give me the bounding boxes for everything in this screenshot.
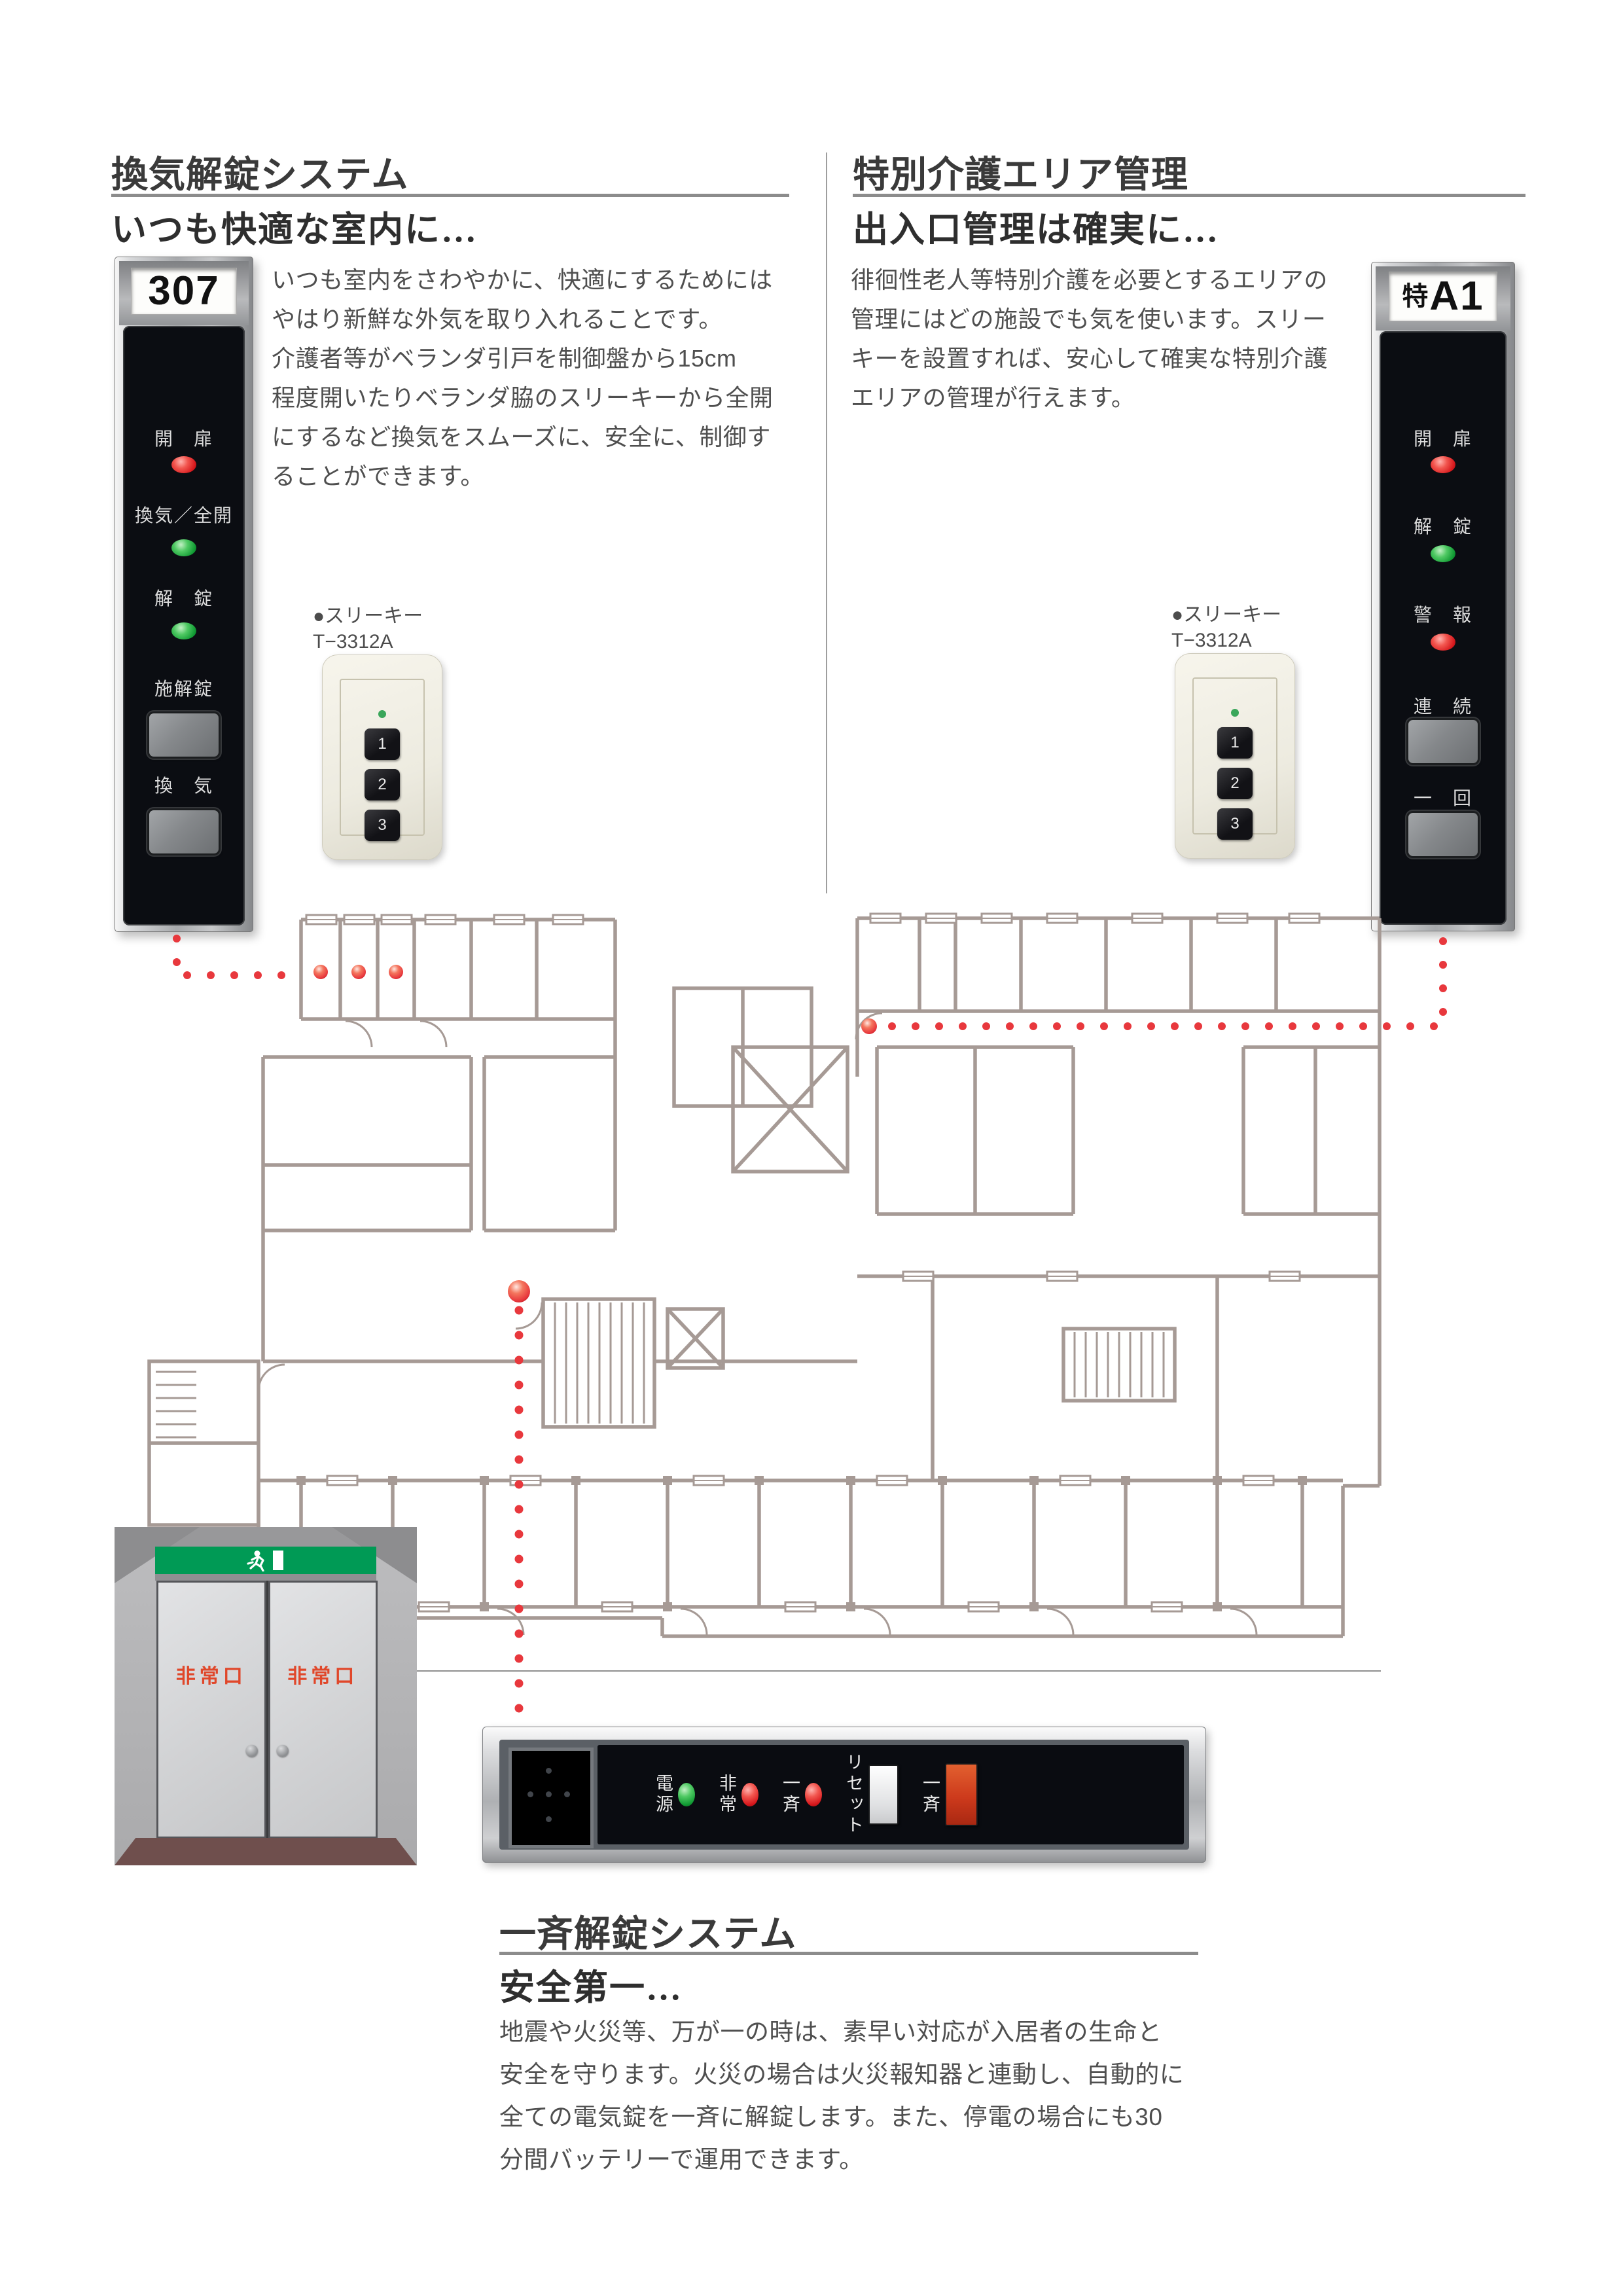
exit-floor-carpet <box>115 1838 417 1865</box>
emergency-led <box>741 1783 758 1806</box>
simultaneous-title-rule <box>499 1952 1198 1955</box>
floor-plan-pillars <box>296 1476 1307 1611</box>
simultaneous-led <box>805 1783 822 1806</box>
master-panel-faceplate: 電源 非常 一斉 リセット 一斉 <box>597 1745 1184 1844</box>
panel-307-vent-fullopen-led <box>171 539 196 556</box>
door-handle <box>276 1745 289 1757</box>
column-divider <box>826 152 827 893</box>
emergency-label: 非常 <box>717 1774 736 1816</box>
power-label: 電源 <box>653 1774 673 1816</box>
panel-a1-room-number-plate: 特 A1 <box>1389 272 1497 321</box>
door-handle <box>245 1745 258 1757</box>
lock-point-markers <box>313 965 877 1302</box>
panel-a1-unlock-led <box>1431 545 1455 562</box>
floor-plan-walls <box>147 916 1382 1638</box>
three-key-button-2: 2 <box>365 769 400 800</box>
special-care-body-text: 徘徊性老人等特別介護を必要とするエリアの 管理にはどの施設でも気を使います。スリ… <box>851 266 1328 411</box>
exit-door-right-label: 非常口 <box>287 1666 359 1687</box>
special-care-section-title: 特別介護エリア管理 <box>853 154 1188 195</box>
three-key-button-1: 1 <box>1217 727 1253 759</box>
panel-a1-continuous-button <box>1408 720 1478 763</box>
panel-a1-alarm-label: 警 報 <box>1413 605 1472 625</box>
three-key-button-2: 2 <box>1217 768 1253 799</box>
panel-a1-alarm-led <box>1431 634 1455 651</box>
three-key-led <box>1231 709 1239 717</box>
area-prefix: 特 <box>1402 282 1429 311</box>
floor-plan-diagram <box>118 912 1447 1716</box>
special-care-section-subtitle: 出入口管理は確実に… <box>853 210 1219 249</box>
panel-307-open-door-label: 開 扉 <box>154 429 213 449</box>
panel-307-room-number-plate: 307 <box>132 268 236 314</box>
exit-sign <box>155 1547 376 1574</box>
panel-307-open-door-led <box>171 456 196 473</box>
emergency-indicator-group: 非常 <box>717 1774 758 1816</box>
ventilation-title-rule <box>111 194 789 197</box>
key-switch-block <box>508 1748 594 1848</box>
three-key-button-3: 3 <box>365 810 400 841</box>
panel-307-vent-label: 換 気 <box>154 776 213 796</box>
exit-door-right: 非常口 <box>268 1581 378 1839</box>
reset-group: リセット <box>844 1753 899 1837</box>
reset-label: リセット <box>844 1753 863 1837</box>
panel-307-lock-unlock-label: 施解錠 <box>154 679 213 699</box>
ventilation-section-title: 換気解錠システム <box>111 154 409 195</box>
emergency-exit-illustration: 非常口 非常口 <box>115 1527 417 1865</box>
area-a1-control-panel: 特 A1 開 扉 解 錠 警 報 連 続 一 回 <box>1371 262 1515 931</box>
exit-door-left-label: 非常口 <box>175 1666 247 1687</box>
three-key-led <box>378 710 386 718</box>
panel-a1-single-label: 一 回 <box>1413 788 1472 808</box>
panel-a1-single-button <box>1408 813 1478 856</box>
simultaneous-body-text: 地震や火災等、万が一の時は、素早い対応が入居者の生命と 安全を守ります。火災の場… <box>499 2018 1185 2173</box>
room-307-control-panel: 307 開 扉 換気／全開 解 錠 施解錠 換 気 <box>115 257 253 932</box>
panel-307-unlock-label: 解 錠 <box>154 588 213 609</box>
three-key-button-3: 3 <box>1217 808 1253 840</box>
panel-307-vent-fullopen-label: 換気／全開 <box>134 505 233 526</box>
connection-dotted-lines <box>173 935 1447 1716</box>
power-indicator-group: 電源 <box>653 1774 695 1816</box>
simultaneous-section-subtitle: 安全第一… <box>499 1968 683 2007</box>
door-lintel <box>155 1574 376 1581</box>
panel-a1-continuous-label: 連 続 <box>1413 696 1472 717</box>
panel-a1-unlock-label: 解 錠 <box>1413 516 1472 537</box>
area-number: A1 <box>1429 274 1484 319</box>
panel-a1-open-door-label: 開 扉 <box>1413 429 1472 449</box>
simultaneous-indicator-group: 一斉 <box>780 1774 822 1816</box>
ventilation-body-text: いつも室内をさわやかに、快適にするためには やはり新鮮な外気を取り入れることです… <box>272 266 774 490</box>
simultaneous-section-title: 一斉解錠システム <box>499 1913 797 1954</box>
simultaneous-label: 一斉 <box>780 1774 800 1816</box>
three-key-device-left: 1 2 3 <box>322 655 442 860</box>
power-led <box>678 1783 695 1806</box>
simultaneous-release-button <box>945 1763 978 1826</box>
special-care-title-rule <box>853 194 1525 197</box>
exit-door-left: 非常口 <box>156 1581 266 1839</box>
panel-a1-open-door-led <box>1431 456 1455 473</box>
three-key-device-right: 1 2 3 <box>1175 653 1295 859</box>
simultaneous-release-group: 一斉 <box>920 1763 978 1826</box>
master-panel-frame: 電源 非常 一斉 リセット 一斉 <box>499 1740 1189 1850</box>
panel-307-lock-unlock-button <box>149 713 219 757</box>
reset-button <box>868 1765 899 1825</box>
master-release-panel: 電源 非常 一斉 リセット 一斉 <box>482 1727 1206 1863</box>
exit-doors: 非常口 非常口 <box>156 1581 378 1839</box>
simultaneous-release-label: 一斉 <box>920 1774 940 1816</box>
panel-307-unlock-led <box>171 622 196 639</box>
room-number: 307 <box>148 268 220 314</box>
panel-307-vent-button <box>149 810 219 853</box>
three-key-button-1: 1 <box>365 728 400 760</box>
ventilation-section-subtitle: いつも快適な室内に… <box>111 210 478 249</box>
running-man-exit-icon <box>247 1551 283 1571</box>
